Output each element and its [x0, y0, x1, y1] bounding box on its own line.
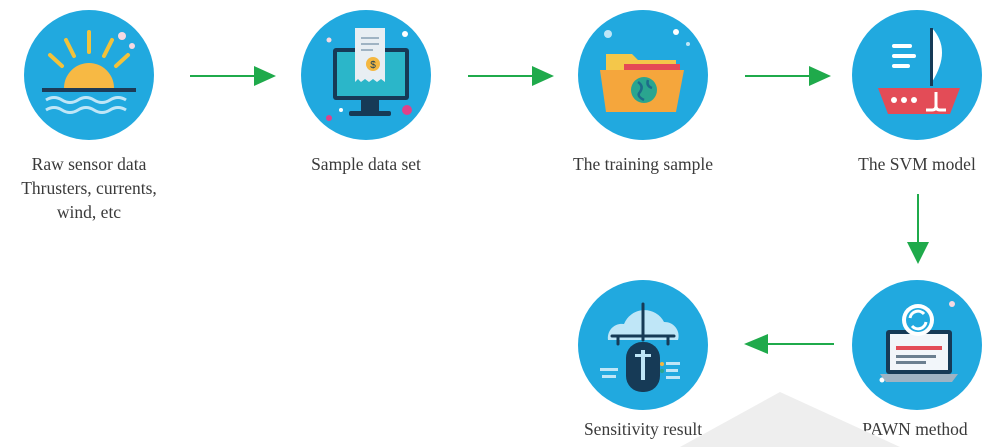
edge-arrow-sample-to-training [468, 66, 554, 86]
edge-arrow-training-to-svm [745, 66, 831, 86]
node-label-line: Raw sensor data [31, 154, 147, 174]
node-label-line: The SVM model [858, 154, 976, 174]
ship-icon [852, 10, 982, 140]
node-label-line: PAWN method [862, 419, 968, 439]
node-label-line: wind, etc [56, 202, 122, 222]
edge-arrow-raw-to-sample [190, 66, 276, 86]
svg-text:$: $ [370, 60, 376, 71]
watermark-shape [680, 392, 900, 447]
node-label-line: Sensitivity result [583, 419, 703, 439]
edge-arrow-svm-to-pawn [907, 194, 929, 264]
sunrise-icon [24, 10, 154, 140]
node-label-line: Thrusters, currents, [21, 178, 157, 198]
folder-globe-icon [578, 10, 708, 140]
laptop-refresh-icon [852, 280, 982, 410]
cloud-mouse-icon [578, 280, 708, 410]
edge-arrow-pawn-to-sensitivity [744, 334, 834, 354]
monitor-receipt-icon: $ [301, 10, 431, 140]
node-label-line: Sample data set [311, 154, 421, 174]
node-label-line: The training sample [573, 154, 713, 174]
